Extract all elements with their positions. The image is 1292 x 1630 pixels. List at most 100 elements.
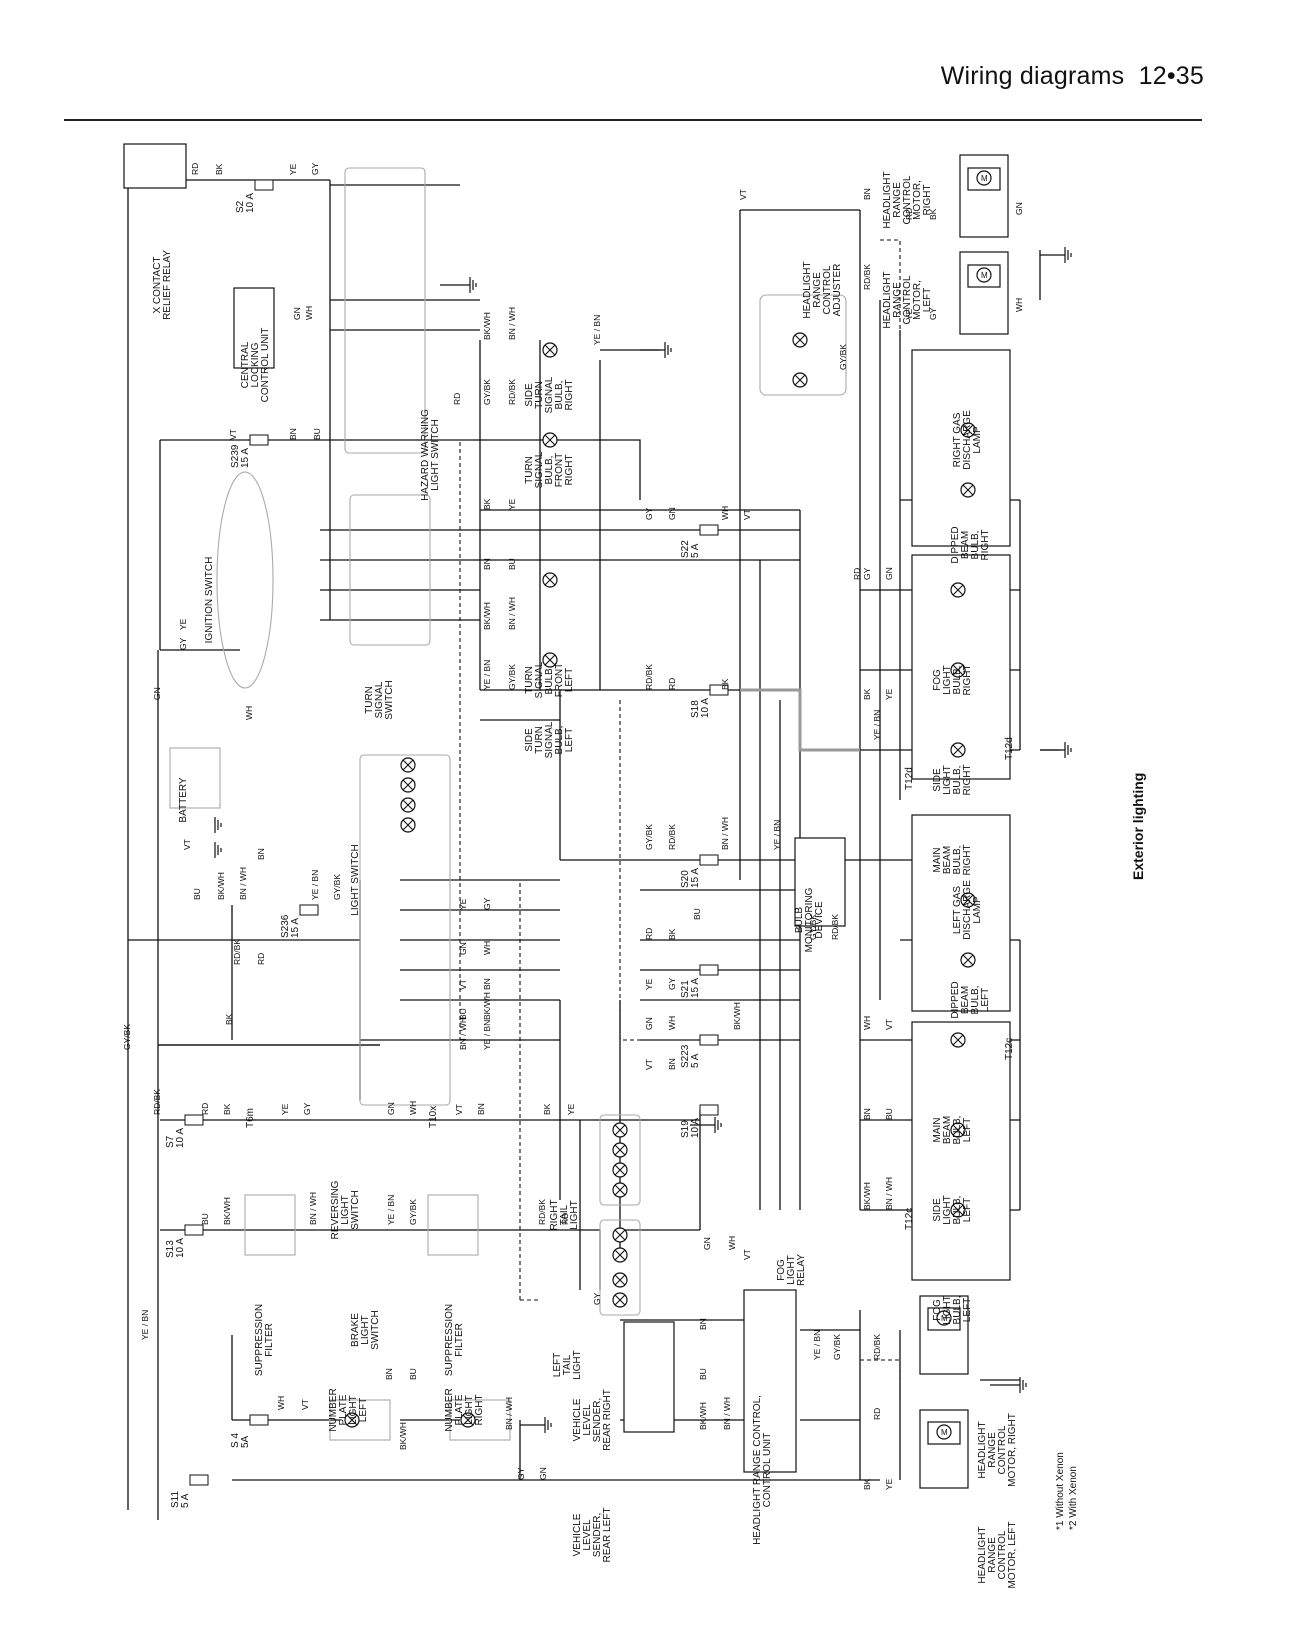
fuse-id: S223 (680, 1044, 691, 1068)
fuse-s20 (699, 854, 719, 866)
wire-color-text: YE / BN (812, 1330, 822, 1360)
wire-color-tag: YE / BN (482, 660, 492, 690)
fuse-rating: 5 A (180, 1493, 191, 1508)
fuse-s18 (709, 684, 729, 696)
wire-color-tag: BK/WH (732, 1002, 742, 1030)
fuse-id: S13 (165, 1240, 176, 1258)
component-label-line: NUMBER (444, 1388, 455, 1431)
wire-color-text: GY (302, 1102, 312, 1115)
top-motor-left-box (959, 251, 1009, 335)
bulb-symbol (792, 372, 808, 388)
wire-color-text: BK/WH (222, 1197, 232, 1225)
wire-color-tag: RD/BK (830, 914, 840, 940)
wire-color-text: RD/BK (537, 1199, 547, 1225)
component-label-line: DISCHARGE (962, 410, 973, 470)
wire-color-text: BN (482, 558, 492, 570)
wire-color-tag: GY/BK (832, 1334, 842, 1360)
wire-color-tag: BN / WH (507, 307, 517, 340)
wire-color-tag: BK (224, 1013, 234, 1025)
wire-color-tag: BN / WH (507, 597, 517, 630)
bulb-symbol (612, 1227, 628, 1243)
component-label-line: SUPPRESSION (444, 1304, 455, 1376)
wire-color-text: RD/BK (507, 379, 517, 405)
wire-color-text: BK (720, 678, 730, 690)
component-label-line: NUMBER (328, 1388, 339, 1431)
wire-color-text: YE (904, 308, 914, 320)
wire-color-tag: BK/WH (862, 1182, 872, 1210)
fuse-rating: 10 A (700, 698, 711, 718)
wire-color-tag: BK (720, 678, 730, 690)
wire-color-tag: RD (452, 393, 462, 405)
wire-color-text: YE (884, 1478, 894, 1490)
wire-color-text: YE (280, 1103, 290, 1115)
bulb-symbol (960, 952, 976, 968)
wire-color-text: GN (152, 687, 162, 700)
component-label-line: LEFT (552, 1353, 563, 1377)
wire-color-tag: BN (698, 1318, 708, 1330)
wire-color-tag: RD/BK (644, 664, 654, 690)
wire-color-tag: GY (667, 977, 677, 990)
component-label-line: TURN (524, 666, 535, 694)
component-label-line: SIGNAL (534, 661, 545, 698)
component-label-line: TAIL (559, 1204, 570, 1225)
connector-label: T10x (428, 1106, 439, 1128)
component-label-line: VEHICLE (572, 1513, 583, 1556)
fuse-s2 (254, 179, 274, 191)
ground-symbol (1019, 1377, 1027, 1393)
wire-color-tag: RD (190, 163, 200, 175)
light-switch-outline (359, 754, 451, 1106)
fuse-s21 (699, 964, 719, 976)
wire-color-tag: RD/BK (507, 379, 517, 405)
right-gas-lamp-box (911, 349, 1011, 547)
wire-color-text: WH (720, 506, 730, 520)
connector-text: T12d (1004, 737, 1015, 760)
wire-color-text: RD (852, 568, 862, 580)
wire-color-text: BU (312, 428, 322, 440)
wire-color-tag: GN (644, 1017, 654, 1030)
wire-color-tag: YE / BN (386, 1195, 396, 1225)
fuse-id: S 4 (230, 1433, 241, 1448)
motor-symbol: M (927, 1307, 961, 1331)
fuse-id: S18 (690, 700, 701, 718)
wire-color-tag: BK/WH (398, 1422, 408, 1450)
motor-letter: M (941, 1314, 948, 1323)
wire-color-text: GY/BK (832, 1334, 842, 1360)
wire-color-text: GN (1014, 202, 1024, 215)
wire-color-tag: VT (182, 839, 192, 850)
wire-color-tag: YE (884, 688, 894, 700)
component-label-line: RIGHT GAS (952, 412, 963, 467)
fuse-layer (184, 179, 729, 1486)
bulb-symbol (612, 1182, 628, 1198)
wire-color-tag: GY/BK (838, 344, 848, 370)
wire-color-tag: GY (310, 162, 320, 175)
wire-color-text: VT (738, 189, 748, 200)
wire-color-tag: BK/WH (222, 1197, 232, 1225)
header-title: Wiring diagrams (940, 62, 1125, 90)
wire-color-tag: BN / WH (722, 1397, 732, 1430)
wire-color-text: BN (667, 1058, 677, 1070)
footnote-2: *2 With Xenon (1068, 1466, 1079, 1530)
header-rule (64, 119, 1202, 121)
wire-color-text: BK/WH (482, 992, 492, 1020)
component-label-line: FOG (932, 1299, 943, 1321)
component-label-line: SIGNAL (374, 681, 385, 718)
fuse-id: S7 (165, 1135, 176, 1148)
motor-letter: M (941, 1428, 948, 1437)
component-label-line: BATTERY (178, 777, 189, 823)
wire-color-text: BN / WH (507, 307, 517, 340)
wire-color-tag: BK (482, 498, 492, 510)
wire-color-tag: GN (1014, 202, 1024, 215)
component-label-line: BEAM (942, 846, 953, 874)
